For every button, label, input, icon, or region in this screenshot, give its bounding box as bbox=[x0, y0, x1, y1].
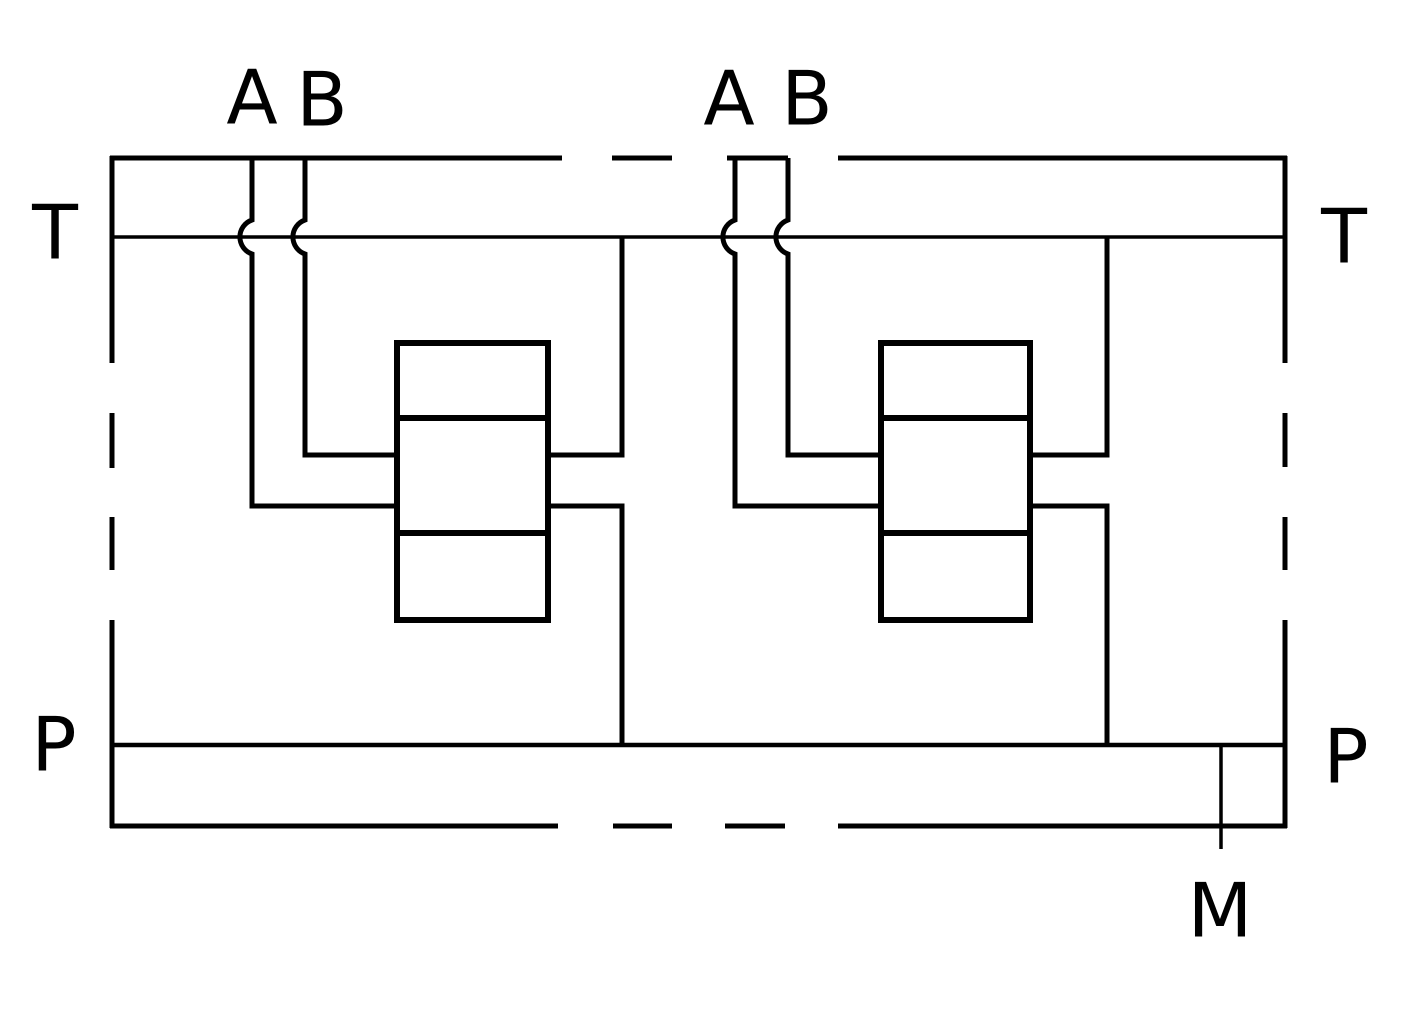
valve-section-1 bbox=[237, 158, 625, 745]
section1-pressure-connector bbox=[548, 503, 625, 745]
port-label-a-section2: A bbox=[703, 54, 755, 143]
section2-port-a-line bbox=[720, 158, 881, 509]
section1-valve-dividers bbox=[397, 415, 548, 536]
port-label-b-section2: B bbox=[781, 54, 833, 143]
tank-label-left: T bbox=[32, 188, 78, 277]
valve-section-2 bbox=[720, 158, 1110, 745]
port-label-a-section1: A bbox=[226, 53, 278, 142]
tank-label-right: T bbox=[1321, 192, 1367, 281]
section1-tank-connector bbox=[548, 237, 625, 458]
block-outline bbox=[109, 155, 1288, 829]
port-label-b-section1: B bbox=[296, 55, 348, 144]
section2-pressure-connector bbox=[1030, 503, 1110, 745]
pressure-label-left: P bbox=[31, 700, 77, 789]
section1-valve-body bbox=[394, 340, 551, 623]
section1-port-a-line bbox=[237, 158, 397, 509]
section2-port-b-line bbox=[773, 158, 881, 458]
section1-port-b-line bbox=[290, 158, 397, 458]
section2-valve-body bbox=[878, 340, 1033, 623]
gauge-label-m: M bbox=[1187, 866, 1253, 955]
section2-tank-connector bbox=[1030, 237, 1110, 458]
section2-valve-dividers bbox=[881, 415, 1030, 536]
pressure-label-right: P bbox=[1323, 712, 1369, 801]
